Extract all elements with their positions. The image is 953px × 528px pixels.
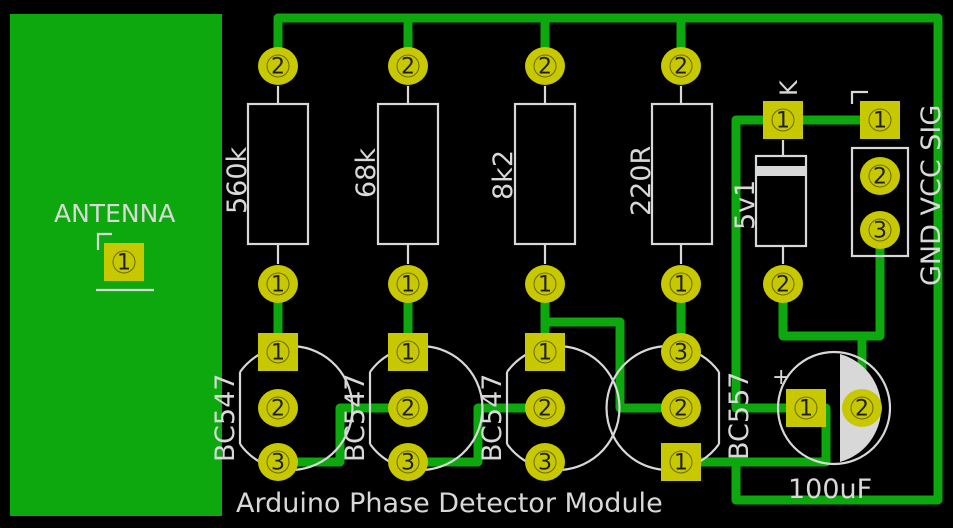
transistor-2-pin-3-number: 3: [401, 451, 415, 476]
connector-pin-1[interactable]: 1: [860, 101, 900, 139]
zener-value: 5v1: [730, 180, 761, 230]
capacitor-pad-2-number: 2: [855, 397, 869, 422]
connector-pin-2-number: 2: [873, 165, 887, 190]
trace-q2-q3: [403, 403, 550, 467]
trace-q3-q4: [540, 317, 686, 413]
zener-pad-1-number: 1: [776, 109, 790, 134]
connector-outline: [850, 146, 910, 258]
resistor-3-pad-bottom-number: 1: [538, 273, 552, 298]
transistor-4-pin-1[interactable]: 1: [661, 443, 701, 481]
trace-top-rail: [273, 13, 943, 505]
connector-pin-3[interactable]: 3: [860, 211, 900, 249]
transistor-part-1: BC547: [210, 374, 241, 462]
capacitor-outline: [776, 350, 892, 466]
transistor-3-pin-1[interactable]: 1: [525, 333, 565, 371]
transistor-part-3: BC547: [477, 374, 508, 462]
resistor-3-pad-bottom[interactable]: 1: [525, 265, 565, 303]
trace-zener-gnd: [778, 225, 885, 341]
transistor-2-pin-2[interactable]: 2: [388, 389, 428, 427]
trace-zener-cap: [731, 115, 811, 413]
transistor-1-pin-1[interactable]: 1: [258, 333, 298, 371]
resistor-value-1: 560k: [222, 146, 253, 214]
resistor-3-pad-top-number: 2: [538, 55, 552, 80]
resistor-4-pad-top-number: 2: [674, 55, 688, 80]
connector-pin-labels: GND VCC SIG: [916, 105, 947, 286]
capacitor-polarity-mark: +: [772, 365, 790, 390]
capacitor-pad-1-number: 1: [799, 397, 813, 422]
transistor-2-pin-1[interactable]: 1: [388, 333, 428, 371]
trace-q1-q2: [273, 403, 413, 467]
transistor-1-pin-3[interactable]: 3: [258, 443, 298, 481]
transistor-4-pin-2-number: 2: [674, 397, 688, 422]
transistor-3-pin-3[interactable]: 3: [525, 443, 565, 481]
capacitor-pad-1[interactable]: 1: [786, 389, 826, 427]
transistor-4-pin-2[interactable]: 2: [661, 389, 701, 427]
zener-body: [754, 154, 808, 248]
transistor-4-pin-3-number: 3: [674, 341, 688, 366]
resistor-1-pad-top[interactable]: 2: [258, 47, 298, 85]
capacitor-value: 100uF: [788, 474, 872, 505]
transistor-part-4: BC557: [724, 372, 755, 460]
transistor-1-pin-3-number: 3: [271, 451, 285, 476]
antenna-label: ANTENNA: [54, 199, 175, 228]
resistor-4-pad-bottom-number: 1: [674, 273, 688, 298]
resistor-2-pad-top[interactable]: 2: [388, 47, 428, 85]
resistor-1-pad-bottom[interactable]: 1: [258, 265, 298, 303]
antenna-pad-mark: [96, 232, 112, 250]
transistor-3-pin-2[interactable]: 2: [525, 389, 565, 427]
transistor-1-pin-2-number: 2: [271, 397, 285, 422]
silk-labels: ANTENNA 560k 68k 8k2 220R BC547 BC547 BC…: [54, 79, 947, 519]
connector-pin1-mark: [850, 90, 868, 104]
antenna-pad-number: 1: [117, 251, 131, 276]
connector-pin-2[interactable]: 2: [860, 157, 900, 195]
resistor-2-pad-top-number: 2: [401, 55, 415, 80]
transistor-2-pin-2-number: 2: [401, 397, 415, 422]
resistor-1-pad-top-number: 2: [271, 55, 285, 80]
resistor-value-4: 220R: [626, 146, 657, 216]
transistor-4-pin-1-number: 1: [674, 451, 688, 476]
transistor-part-2: BC547: [340, 374, 371, 462]
zener-cathode-label: K: [775, 79, 803, 96]
capacitor-pad-2[interactable]: 2: [842, 389, 882, 427]
resistor-3-pad-top[interactable]: 2: [525, 47, 565, 85]
connector-pin-3-number: 3: [873, 219, 887, 244]
connector-pin-1-number: 1: [873, 109, 887, 134]
transistor-2-pin-3[interactable]: 3: [388, 443, 428, 481]
zener-pad-2-number: 2: [776, 273, 790, 298]
board-title: Arduino Phase Detector Module: [236, 488, 663, 519]
transistor-3-pin-3-number: 3: [538, 451, 552, 476]
zener-cathode-band: [756, 166, 806, 176]
transistor-3-pin-1-number: 1: [538, 341, 552, 366]
pads-group: 1 2 1 2 1 2 1 2 1 1 2 3 1 2 3 1 2 3 3 2 1 1 2 1 2 3 1 2: [104, 47, 900, 481]
resistor-2-pad-bottom[interactable]: 1: [388, 265, 428, 303]
zener-pad-1[interactable]: 1: [763, 101, 803, 139]
transistor-3-pin-2-number: 2: [538, 397, 552, 422]
resistor-4-pad-top[interactable]: 2: [661, 47, 701, 85]
transistor-4-pin-3[interactable]: 3: [661, 333, 701, 371]
resistor-value-3: 8k2: [488, 150, 519, 200]
resistor-2-pad-bottom-number: 1: [401, 273, 415, 298]
resistor-value-2: 68k: [351, 148, 382, 198]
transistor-2-pin-1-number: 1: [401, 341, 415, 366]
resistor-1-pad-bottom-number: 1: [271, 273, 285, 298]
transistor-1-pin-2[interactable]: 2: [258, 389, 298, 427]
resistor-4-pad-bottom[interactable]: 1: [661, 265, 701, 303]
transistor-1-pin-1-number: 1: [271, 341, 285, 366]
zener-pad-2[interactable]: 2: [763, 265, 803, 303]
antenna-pad[interactable]: 1: [104, 243, 144, 281]
